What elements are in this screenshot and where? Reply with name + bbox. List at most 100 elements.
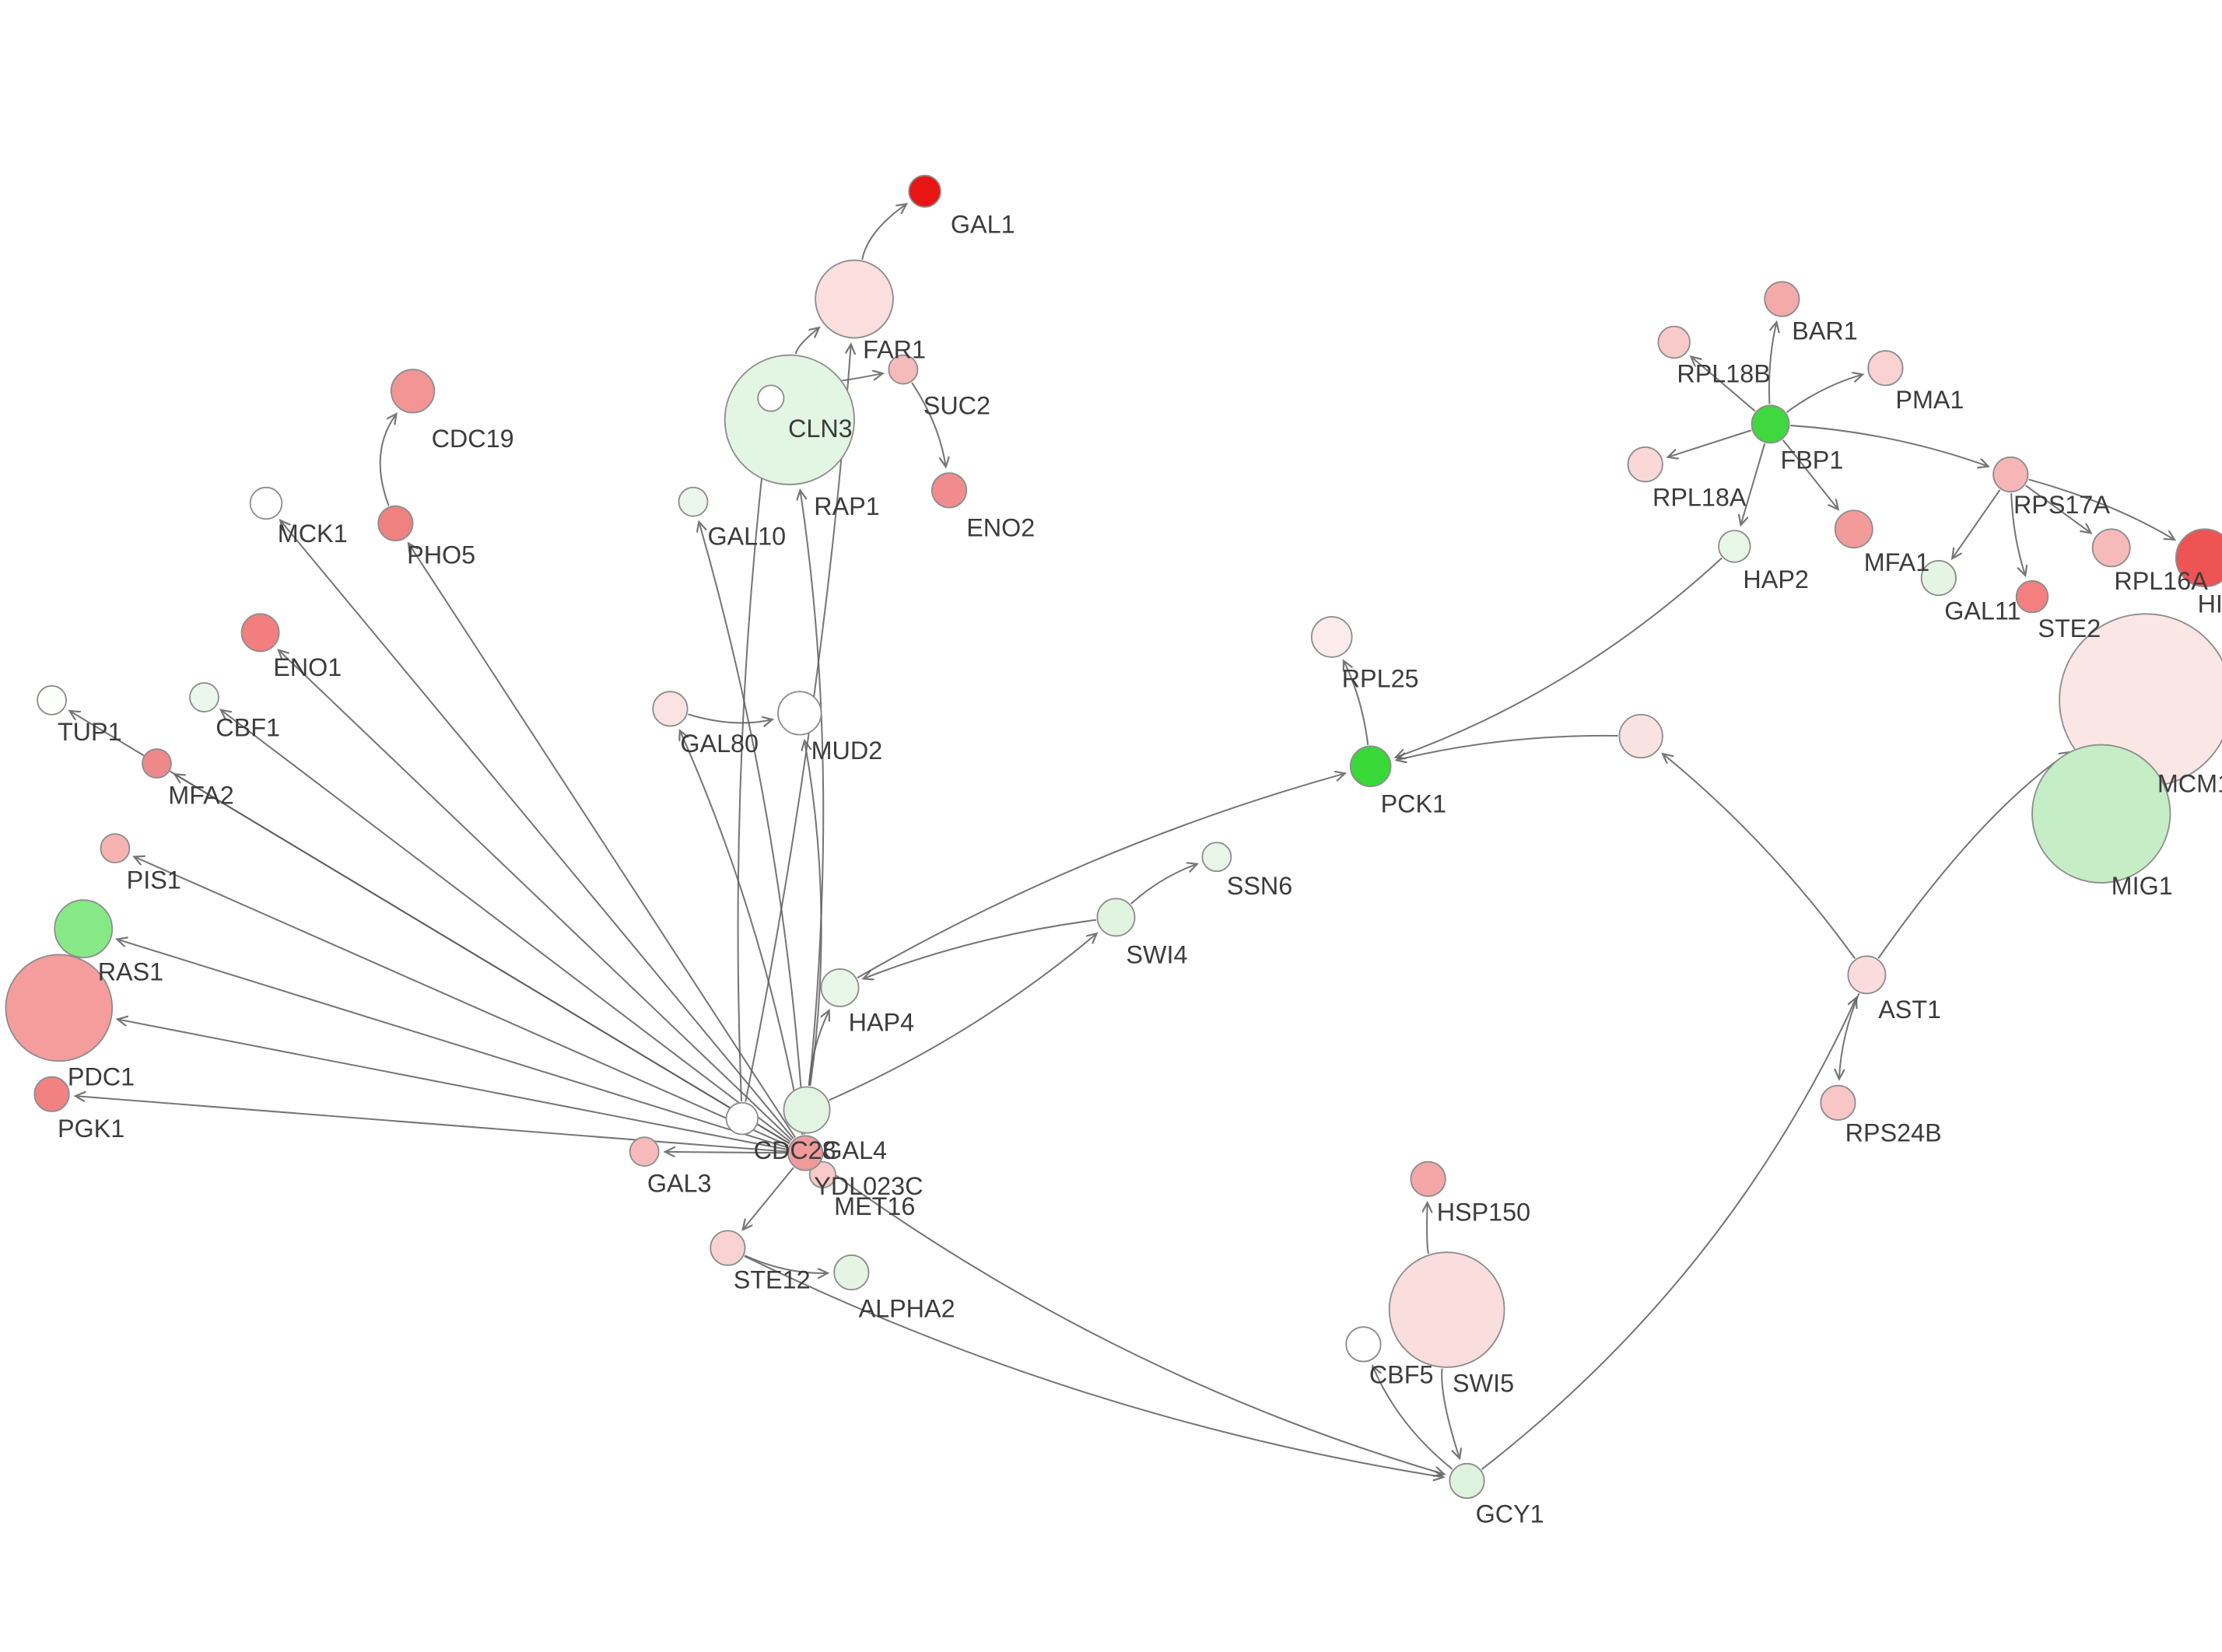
node-RAP1[interactable] <box>724 354 855 485</box>
node-PMA1[interactable] <box>1867 350 1904 387</box>
node-GAL3[interactable] <box>629 1136 660 1167</box>
edge-PCK1-RPL25[interactable] <box>1344 661 1369 745</box>
edge-FBP1-PMA1[interactable] <box>1786 375 1862 413</box>
edge-FBP1-BAR1[interactable] <box>1768 323 1776 404</box>
node-GAL80[interactable] <box>652 691 689 727</box>
edge-RPS17A-HIS4[interactable] <box>2028 478 2174 539</box>
node-MUD2[interactable] <box>777 691 822 736</box>
edge-AST1-RPS24B[interactable] <box>1839 992 1860 1078</box>
node-SSN6[interactable] <box>1201 842 1232 873</box>
node-ENO1[interactable] <box>240 613 280 653</box>
edge-GAL4-HAP4[interactable] <box>808 1011 829 1086</box>
edge-YDL023C-PDC1[interactable] <box>118 1020 787 1150</box>
edge-HAP4-PCK1[interactable] <box>857 774 1344 978</box>
node-HSP150[interactable] <box>1410 1160 1446 1197</box>
node-SWI5[interactable] <box>1388 1251 1505 1368</box>
node-MIG1[interactable] <box>2031 744 2171 884</box>
node-SUC2[interactable] <box>888 354 919 385</box>
edge-GAL80-MUD2[interactable] <box>688 713 771 723</box>
node-PCK1[interactable] <box>1349 745 1392 788</box>
node-ALPHA2[interactable] <box>833 1254 870 1291</box>
edge-FAR1-GAL1[interactable] <box>861 205 906 260</box>
node-RPS17A[interactable] <box>1992 456 2029 493</box>
edge-FBP1-RPS17A[interactable] <box>1790 425 1987 466</box>
node-FAR1[interactable] <box>815 259 894 339</box>
edge-YDL023C-PIS1[interactable] <box>135 857 789 1146</box>
edge-SWI5-GCY1[interactable] <box>1441 1368 1460 1458</box>
edge-STE12-ALPHA2[interactable] <box>744 1255 827 1273</box>
edge-GAL4-RAP1[interactable] <box>801 491 825 1086</box>
edge-YDL023C-GAL80[interactable] <box>680 731 804 1136</box>
edge-SUC2-ENO2[interactable] <box>911 382 945 466</box>
node-RPS24B[interactable] <box>1820 1084 1856 1121</box>
node-PGK1[interactable] <box>33 1076 70 1112</box>
edge-GCY1-CBF5[interactable] <box>1373 1367 1453 1470</box>
edge-YDL023C-GCY1[interactable] <box>819 1163 1444 1474</box>
node-GCY1[interactable] <box>1449 1462 1485 1500</box>
node-GAL10[interactable] <box>678 486 709 517</box>
edge-CDC28-CLN3[interactable] <box>737 418 769 1102</box>
node-HAP2[interactable] <box>1718 530 1751 563</box>
node-ENO2[interactable] <box>931 472 968 509</box>
edge-HAP2-PCK1[interactable] <box>1397 557 1723 757</box>
edge-GAL4-SWI4[interactable] <box>829 934 1096 1101</box>
edge-SWI5-HSP150[interactable] <box>1427 1203 1428 1255</box>
edge-YDL023C-MCK1[interactable] <box>281 521 794 1139</box>
node-TUP1[interactable] <box>37 684 67 716</box>
node-STE12[interactable] <box>710 1230 746 1266</box>
edge-PHO5-CDC19[interactable] <box>379 415 396 506</box>
edge-YDL023C-ENO1[interactable] <box>279 650 793 1141</box>
edge-FBP1-MFA1[interactable] <box>1782 439 1838 509</box>
node-CDC19[interactable] <box>390 369 436 414</box>
node-CDC28[interactable] <box>725 1101 759 1136</box>
edge-N26-PCK1[interactable] <box>1397 734 1618 760</box>
node-HAP4[interactable] <box>820 968 860 1007</box>
node-MFA1[interactable] <box>1834 509 1873 549</box>
node-CBF5[interactable] <box>1345 1326 1382 1363</box>
node-PHO5[interactable] <box>377 505 414 541</box>
node-MCK1[interactable] <box>249 486 283 520</box>
edge-GAL4-MUD2[interactable] <box>804 741 822 1087</box>
edge-STE12-GCY1[interactable] <box>744 1255 1443 1477</box>
edge-FBP1-RPL18A[interactable] <box>1669 429 1752 457</box>
edge-AST1-MCM1[interactable] <box>1877 753 2068 959</box>
node-RAS1[interactable] <box>54 899 114 959</box>
edge-RPS17A-STE2[interactable] <box>2010 493 2025 575</box>
node-CLN3[interactable] <box>757 384 785 412</box>
node-BAR1[interactable] <box>1764 281 1800 317</box>
node-GAL1[interactable] <box>908 174 941 208</box>
edge-YDL023C-CBF1[interactable] <box>222 710 791 1143</box>
node-MET16[interactable] <box>808 1160 836 1188</box>
node-HIS4[interactable] <box>2175 528 2222 588</box>
node-RPL18B[interactable] <box>1657 325 1691 359</box>
node-FBP1[interactable] <box>1751 404 1790 444</box>
edge-FBP1-HAP2[interactable] <box>1741 443 1766 524</box>
node-MFA2[interactable] <box>142 748 172 779</box>
edge-YDL023C-STE12[interactable] <box>743 1167 794 1229</box>
node-CBF1[interactable] <box>189 682 219 712</box>
edge-RPS17A-RPL16A[interactable] <box>2025 485 2091 533</box>
edge-YDL023C-MFA2[interactable] <box>175 775 790 1145</box>
edge-SWI4-SSN6[interactable] <box>1130 864 1197 905</box>
edge-AST1-N26[interactable] <box>1663 754 1856 959</box>
edge-YDL023C-GAL10[interactable] <box>699 523 805 1135</box>
node-RPL16A[interactable] <box>2091 528 2131 568</box>
edge-FBP1-RPL18B[interactable] <box>1691 357 1756 412</box>
node-unnamed[interactable] <box>1618 713 1663 759</box>
node-GAL11[interactable] <box>1920 560 1957 597</box>
node-RPL25[interactable] <box>1310 616 1353 658</box>
node-SWI4[interactable] <box>1096 898 1136 937</box>
edge-YDL023C-GAL3[interactable] <box>666 1152 787 1153</box>
node-AST1[interactable] <box>1847 955 1887 995</box>
node-STE2[interactable] <box>2015 579 2049 614</box>
edge-RPS17A-GAL11[interactable] <box>1953 489 2001 558</box>
node-YDL023C[interactable] <box>787 1135 824 1171</box>
node-PDC1[interactable] <box>5 954 114 1062</box>
edge-YDL023C-PGK1[interactable] <box>76 1096 787 1153</box>
edge-GCY1-AST1[interactable] <box>1481 999 1856 1471</box>
edge-YDL023C-RAS1[interactable] <box>117 940 788 1149</box>
edge-YDL023C-PHO5[interactable] <box>408 544 796 1138</box>
node-GAL4[interactable] <box>783 1086 831 1134</box>
edge-SWI4-HAP4[interactable] <box>864 919 1096 978</box>
